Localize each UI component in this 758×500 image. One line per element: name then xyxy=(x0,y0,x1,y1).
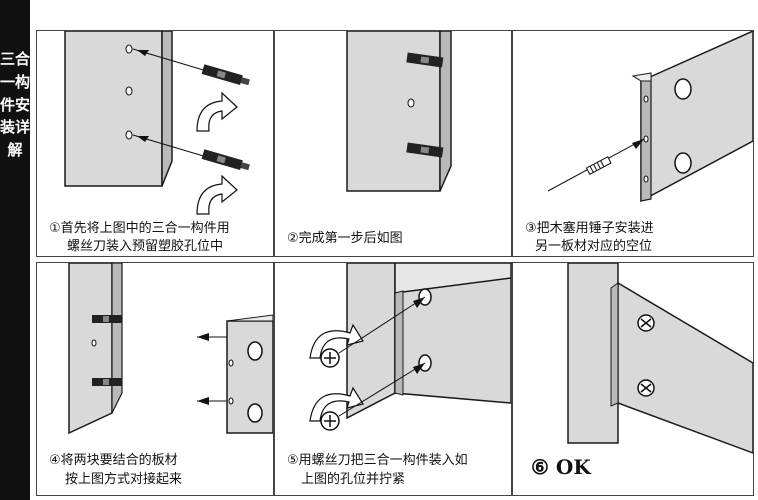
side-bar: 三合一构件安装详解 xyxy=(0,0,30,500)
step-2-caption-line1: ②完成第一步后如图 xyxy=(287,231,403,246)
step-3-panel: ③把木塞用锤子安装进 另一板材对应的空位 xyxy=(512,30,754,257)
step-5-caption-line1: ⑤用螺丝刀把三合一构件装入如 xyxy=(287,453,468,468)
step-5-panel: ⑤用螺丝刀把三合一构件装入如 上图的孔位并拧紧 xyxy=(274,262,512,496)
step-4-caption-line1: ④将两块要结合的板材 xyxy=(49,453,178,468)
step-5-illustration xyxy=(309,263,511,431)
step-1-illustration xyxy=(64,31,250,215)
step-1-caption-line1: ①首先将上图中的三合一构件用 xyxy=(49,221,230,236)
step-2-panel: ②完成第一步后如图 xyxy=(274,30,512,257)
step-6-illustration xyxy=(567,263,753,454)
step-6-caption-ok: ⑥ OK xyxy=(531,455,591,479)
step-1-caption-line2: 螺丝刀装入预留塑胶孔位中 xyxy=(67,239,224,254)
step-4-caption-line2: 按上图方式对接起来 xyxy=(65,472,183,487)
step-1-panel: ①首先将上图中的三合一构件用 螺丝刀装入预留塑胶孔位中 xyxy=(36,30,274,257)
step-4-panel: ④将两块要结合的板材 按上图方式对接起来 xyxy=(36,262,274,496)
step-5-caption-line2: 上图的孔位并拧紧 xyxy=(301,472,406,487)
step-6-panel: ⑥ OK xyxy=(512,262,754,496)
side-title: 三合一构件安装详解 xyxy=(0,50,31,160)
step-3-caption-line2: 另一板材对应的空位 xyxy=(535,239,653,254)
step-3-illustration xyxy=(547,31,753,203)
step-2-illustration xyxy=(346,31,452,192)
step-3-caption-line1: ③把木塞用锤子安装进 xyxy=(525,221,654,236)
step-4-illustration xyxy=(68,263,273,435)
